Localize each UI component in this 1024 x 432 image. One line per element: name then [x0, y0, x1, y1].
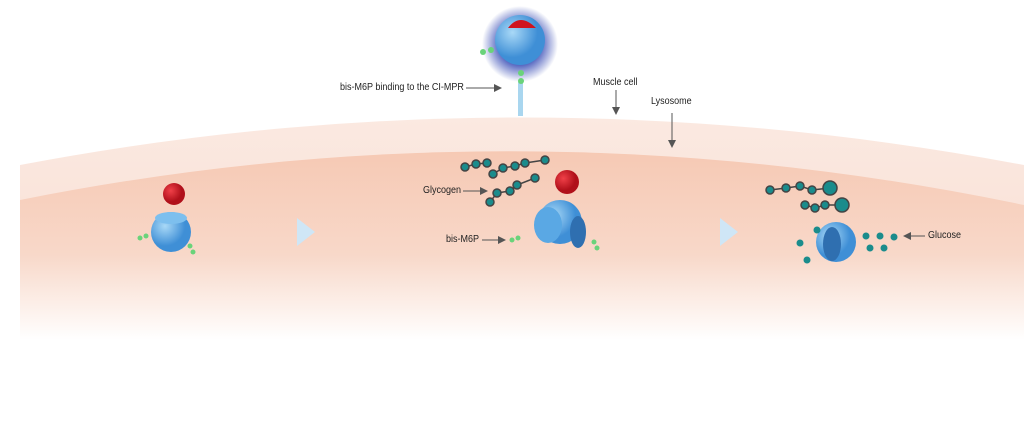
- substrate-2: [555, 170, 579, 194]
- glycogen-degrading: [765, 180, 850, 213]
- label-glycogen: Glycogen: [423, 185, 462, 196]
- lysosome-region: [20, 151, 1024, 340]
- step-arrow-1: [297, 218, 315, 246]
- step-arrow-2: [720, 218, 738, 246]
- glycogen-chains: [460, 155, 550, 207]
- glucose-molecules: [796, 226, 898, 264]
- label-glucose: Glucose: [928, 230, 962, 241]
- substrate-1: [163, 183, 185, 205]
- label-bis-m6p: bis-M6P: [446, 234, 480, 245]
- label-lysosome: Lysosome: [651, 96, 692, 107]
- label-binding: bis-M6P binding to the CI-MPR: [340, 82, 464, 93]
- ci-mpr-receptor: [518, 82, 523, 116]
- label-muscle-cell: Muscle cell: [593, 77, 638, 88]
